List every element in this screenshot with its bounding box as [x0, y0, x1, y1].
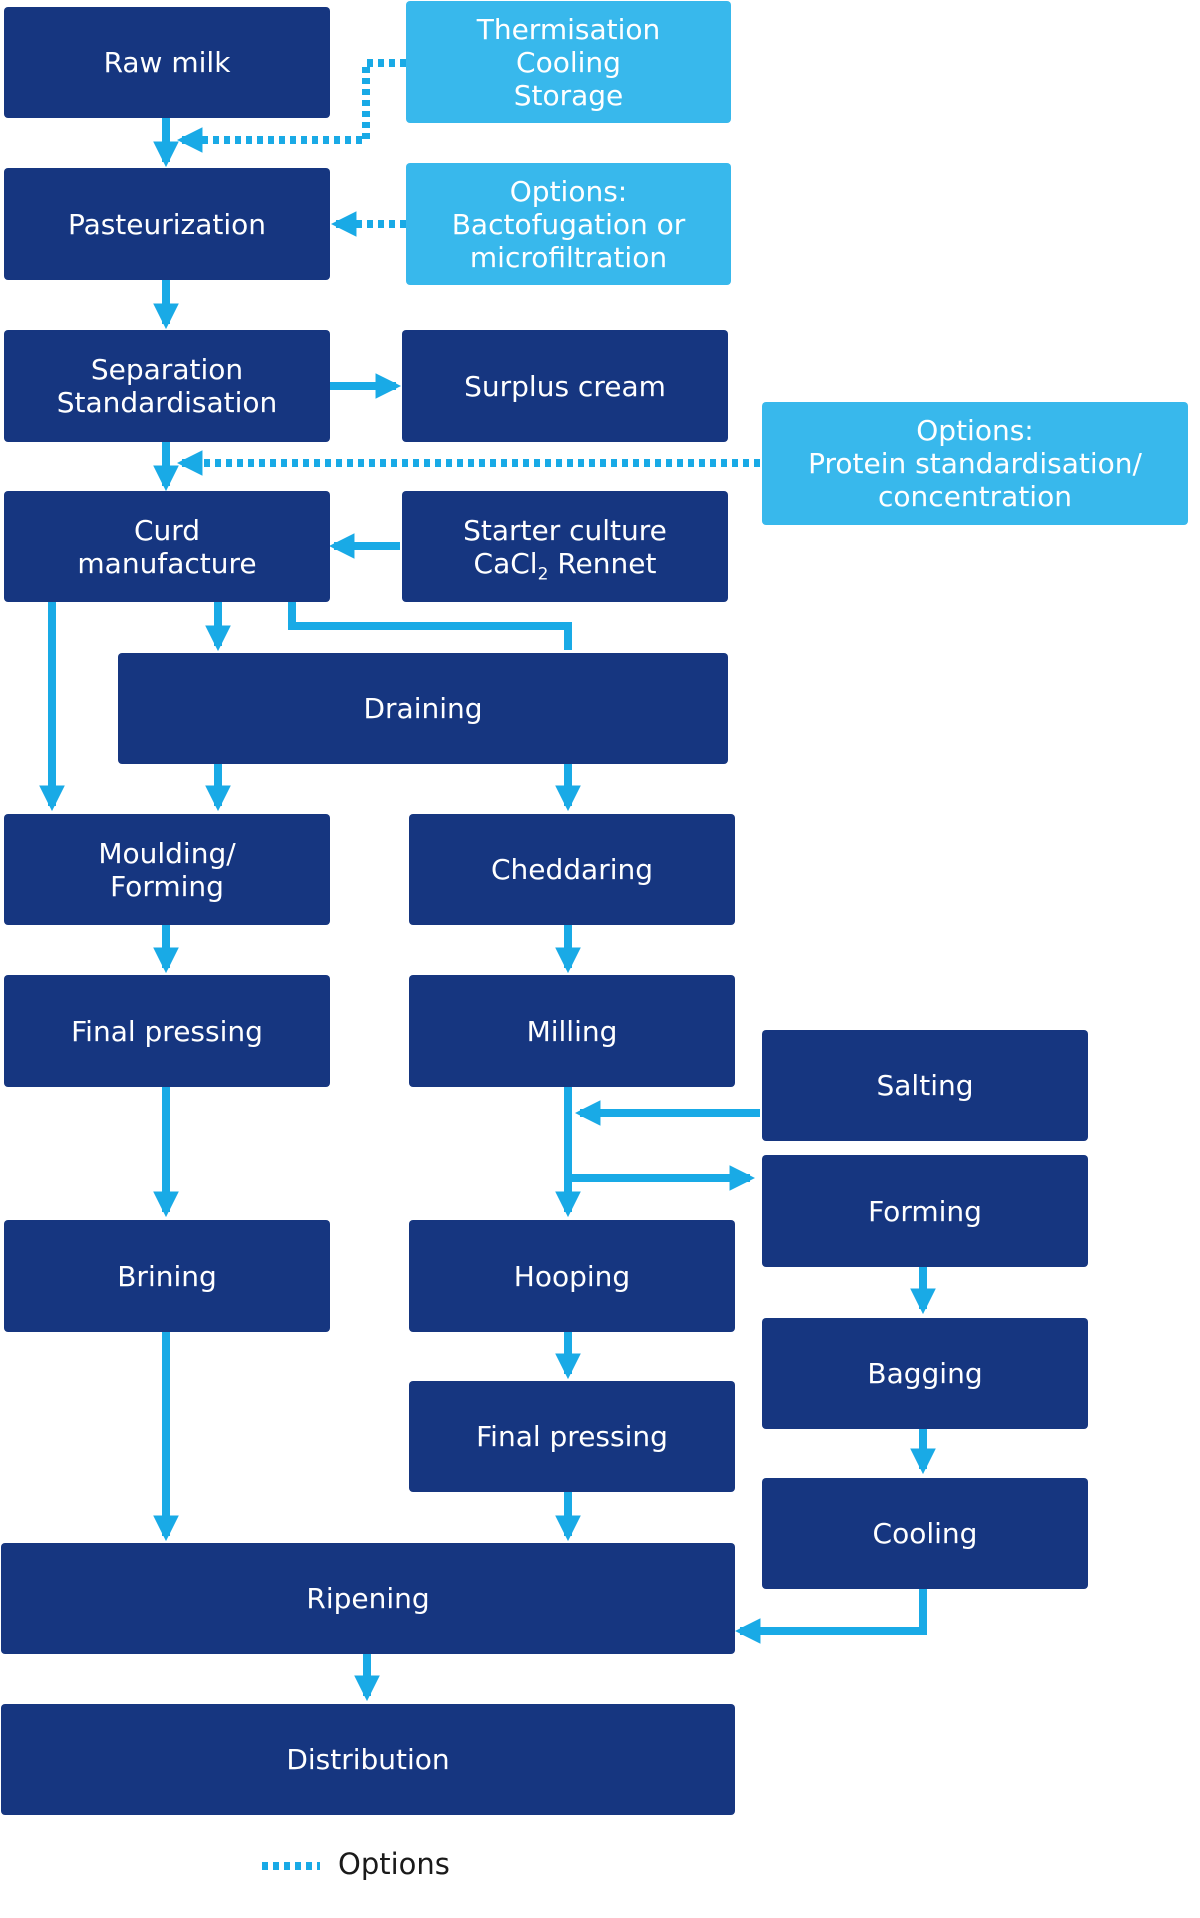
option-line: Protein standardisation/	[808, 447, 1142, 480]
node-ripening: Ripening	[1, 1543, 735, 1654]
node-final-pressing-middle: Final pressing	[409, 1381, 735, 1492]
node-label: Bagging	[867, 1357, 983, 1390]
cacl-text: CaCl	[473, 546, 538, 580]
option-line: Cooling	[516, 45, 621, 79]
node-label: Forming	[110, 869, 224, 903]
node-label: Draining	[363, 692, 483, 725]
node-label: Pasteurization	[67, 207, 267, 241]
node-surplus-cream: Surplus cream	[402, 330, 728, 442]
node-label: Moulding/	[98, 836, 236, 870]
arrow-cooling-to-ripening	[734, 1587, 927, 1644]
option-connector-thermisation	[176, 59, 406, 153]
option-protein-standardisation: Options: Protein standardisation/ concen…	[762, 402, 1188, 525]
node-label: Salting	[876, 1069, 974, 1102]
option-line: Bactofugation or	[451, 207, 686, 241]
node-hooping: Hooping	[409, 1220, 735, 1332]
node-label: Ripening	[306, 1582, 430, 1615]
subscript-2: 2	[537, 564, 549, 585]
node-final-pressing-left: Final pressing	[4, 975, 330, 1087]
node-bagging: Bagging	[762, 1318, 1088, 1429]
node-curd-manufacture: Curd manufacture	[4, 491, 330, 602]
option-thermisation: Thermisation Cooling Storage	[406, 1, 731, 123]
node-cheddaring: Cheddaring	[409, 814, 735, 925]
node-salting: Salting	[762, 1030, 1088, 1141]
legend-options-label: Options	[338, 1847, 450, 1881]
node-milling: Milling	[409, 975, 735, 1087]
node-label: Raw milk	[103, 46, 231, 79]
node-label: Milling	[526, 1014, 618, 1048]
node-raw-milk: Raw milk	[4, 7, 330, 118]
node-draining: Draining	[118, 653, 728, 764]
node-label: manufacture	[77, 546, 257, 580]
node-label: Brining	[117, 1259, 217, 1293]
node-label: Cheddaring	[490, 853, 654, 886]
option-line: concentration	[878, 480, 1072, 513]
node-label: Forming	[868, 1194, 982, 1228]
rennet-text: Rennet	[548, 546, 657, 580]
option-bactofugation: Options: Bactofugation or microfiltratio…	[406, 163, 731, 285]
node-separation: Separation Standardisation	[4, 330, 330, 442]
node-label: Curd	[133, 513, 201, 547]
node-cooling: Cooling	[762, 1478, 1088, 1589]
node-label: Hooping	[513, 1259, 631, 1293]
option-line: Options:	[509, 174, 628, 208]
connector-curd-to-draining-right	[288, 602, 572, 650]
node-label: Separation	[90, 353, 244, 386]
node-label: Distribution	[286, 1743, 450, 1776]
node-label: Final pressing	[476, 1420, 668, 1453]
option-line: Storage	[513, 78, 624, 112]
node-label-line2: CaCl2 Rennet	[473, 546, 657, 583]
option-line: Options:	[916, 414, 1034, 447]
node-label: Cooling	[872, 1517, 978, 1550]
node-brining: Brining	[4, 1220, 330, 1332]
option-line: Thermisation	[476, 12, 661, 46]
node-distribution: Distribution	[1, 1704, 735, 1815]
node-moulding-forming: Moulding/ Forming	[4, 814, 330, 925]
node-label: Final pressing	[71, 1014, 263, 1048]
node-pasteurization: Pasteurization	[4, 168, 330, 280]
node-label: Surplus cream	[464, 369, 666, 403]
option-line: microfiltration	[469, 240, 668, 274]
node-label: Starter culture	[463, 513, 667, 547]
node-forming: Forming	[762, 1155, 1088, 1267]
node-starter-culture: Starter culture CaCl2 Rennet	[402, 491, 728, 602]
node-label: Standardisation	[56, 386, 278, 419]
